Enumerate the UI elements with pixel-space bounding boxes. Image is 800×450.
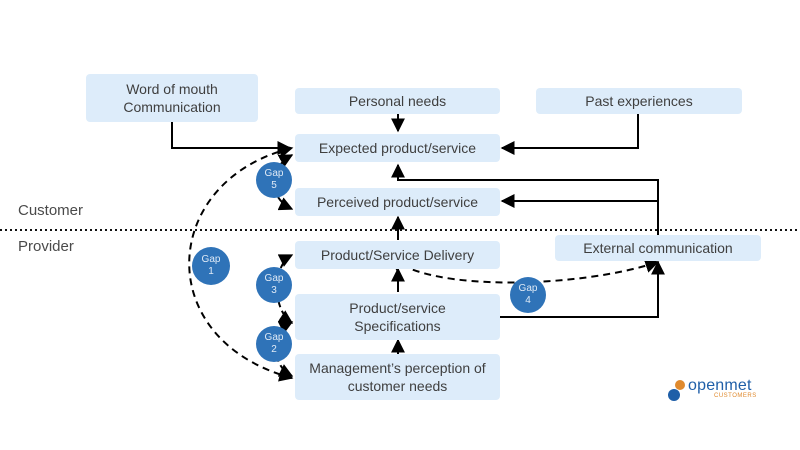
external-communication-box: External communication xyxy=(555,235,761,261)
provider-zone-label: Provider xyxy=(18,238,74,255)
personal-needs-box: Personal needs xyxy=(295,88,500,114)
arrow-specs-to-external xyxy=(500,260,665,318)
past-experiences-box: Past experiences xyxy=(536,88,742,114)
openmet-logo: openmet CUSTOMERS xyxy=(668,376,768,404)
product-service-delivery-box: Product/Service Delivery xyxy=(295,241,500,269)
openmet-logo-icon xyxy=(668,380,685,401)
word-of-mouth-box: Word of mouth Communication xyxy=(86,74,258,122)
gap4-dashed-arrow xyxy=(390,257,660,284)
gap3-badge: Gap 3 xyxy=(256,267,292,303)
gap1-dashed-arrow xyxy=(188,144,294,382)
expected-product-service-box: Expected product/service xyxy=(295,134,500,162)
gap3-dashed-arrow xyxy=(276,254,294,324)
gap5-badge: Gap 5 xyxy=(256,162,292,198)
arrow-external-to-expected xyxy=(391,163,659,236)
management-perception-box: Management’s perception of customer need… xyxy=(295,354,500,400)
product-service-specifications-box: Product/service Specifications xyxy=(295,294,500,340)
logo-subtitle: CUSTOMERS xyxy=(714,393,757,399)
perceived-product-service-box: Perceived product/service xyxy=(295,188,500,216)
gap1-badge: Gap 1 xyxy=(192,247,230,285)
arrow-past-experiences-to-expected xyxy=(500,114,639,155)
customer-zone-label: Customer xyxy=(18,202,84,219)
gap4-badge: Gap 4 xyxy=(510,277,546,313)
logo-name: openmet xyxy=(688,377,752,394)
arrow-word-of-mouth-to-expected xyxy=(171,122,292,155)
gap2-badge: Gap 2 xyxy=(256,326,292,362)
